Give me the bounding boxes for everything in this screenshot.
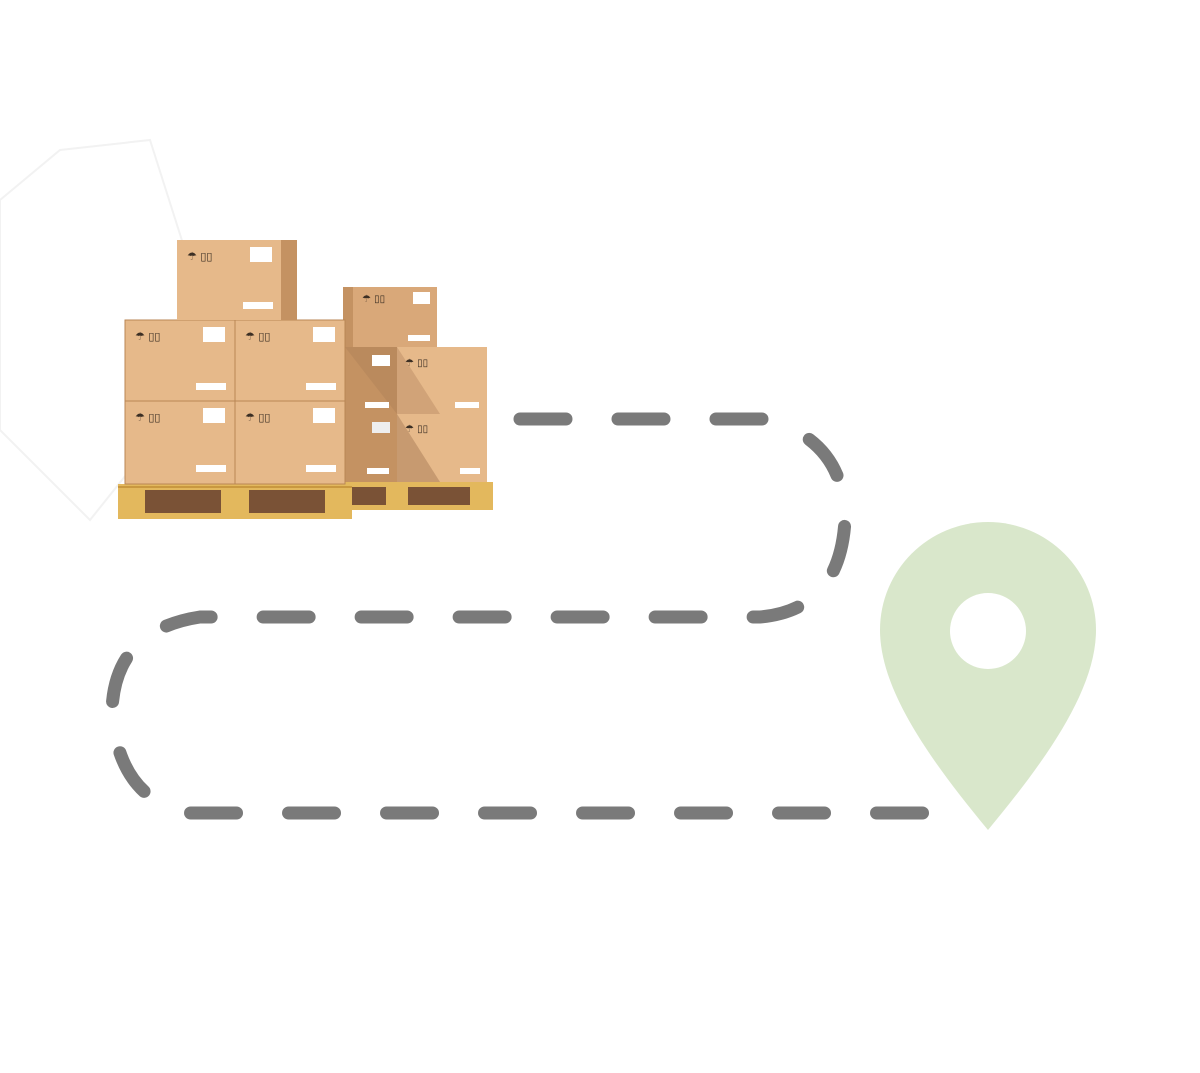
map-pin-body: [880, 522, 1096, 830]
svg-text:☂ ▯▯: ☂ ▯▯: [135, 330, 160, 343]
pallet-right: [340, 482, 493, 510]
dashed-route-path: [105, 412, 942, 820]
svg-text:☂ ▯▯: ☂ ▯▯: [362, 294, 385, 305]
svg-text:☂ ▯▯: ☂ ▯▯: [187, 250, 212, 263]
svg-text:☂ ▯▯: ☂ ▯▯: [245, 330, 270, 343]
cardboard-box: ☂ ▯▯: [177, 240, 297, 320]
cardboard-box: ☂ ▯▯: [345, 414, 487, 482]
cardboard-box: ☂ ▯▯: [234, 400, 346, 485]
pallet-left: [118, 484, 352, 519]
cardboard-box: ☂ ▯▯: [234, 319, 346, 402]
cardboard-box: ☂ ▯▯: [345, 347, 487, 414]
box-stack-icon: ☂ ▯▯ ☂ ▯▯ ☂ ▯▯: [124, 240, 487, 485]
cardboard-box: ☂ ▯▯: [124, 319, 236, 402]
svg-text:☂ ▯▯: ☂ ▯▯: [135, 411, 160, 424]
svg-text:☂ ▯▯: ☂ ▯▯: [405, 358, 428, 369]
map-pin-icon: [880, 522, 1096, 830]
cardboard-box: ☂ ▯▯: [124, 400, 236, 485]
cardboard-box: ☂ ▯▯: [343, 287, 437, 347]
svg-text:☂ ▯▯: ☂ ▯▯: [405, 424, 428, 435]
svg-text:☂ ▯▯: ☂ ▯▯: [245, 411, 270, 424]
map-pin-hole: [950, 593, 1026, 669]
